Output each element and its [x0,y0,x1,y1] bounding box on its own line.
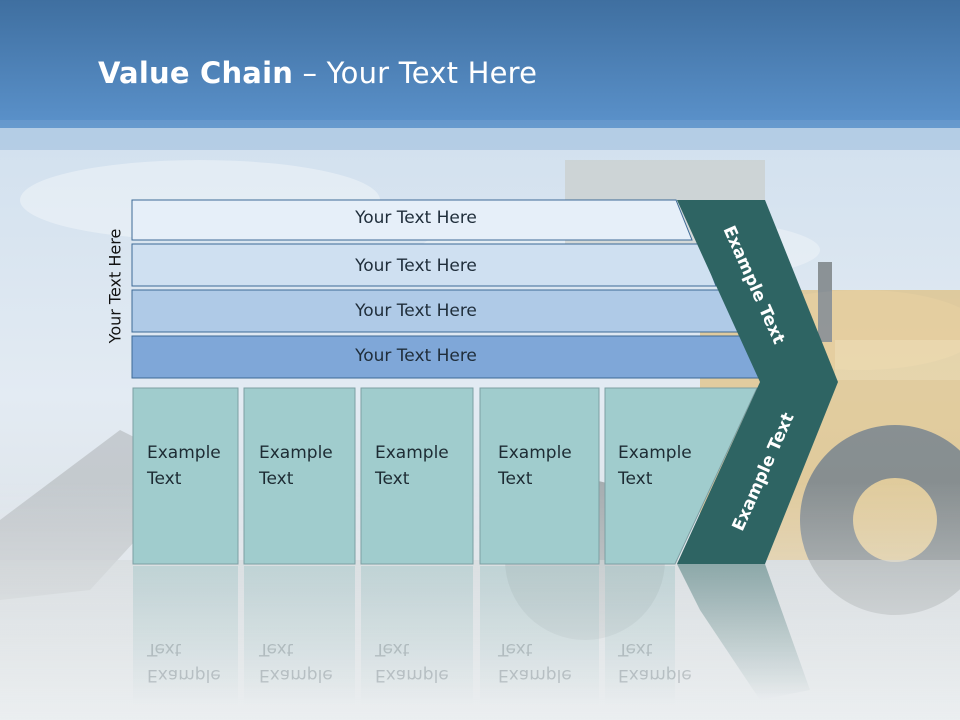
side-label: Your Text Here [100,220,130,352]
cell-5-line2: Text [618,469,653,489]
cell-3-line2: Text [375,469,410,489]
cell-1 [132,387,239,565]
cell-3 [360,387,474,565]
band-2-label: Your Text Here [355,256,477,276]
cell-3-reflection-shape [361,566,473,706]
cell-1-line2: Text [147,469,182,489]
arrow-reflection [677,564,810,700]
band-1-label: Your Text Here [355,208,477,228]
band-4-label: Your Text Here [355,346,477,366]
band-1 [131,199,693,241]
cell-2-line2: Text [259,469,294,489]
value-chain-arrow [677,200,838,564]
cell-1-reflection-shape [133,566,238,706]
cell-5-reflection-shape [605,566,675,706]
band-3-label: Your Text Here [355,301,477,321]
cell-2-reflection-shape [244,566,355,706]
cell-2 [243,387,356,565]
cell-4-line2: Text [498,469,533,489]
cell-4-line1: Example [498,443,572,463]
cell-3-line1: Example [375,443,449,463]
cell-5-line1: Example [618,443,692,463]
cell-5 [604,387,758,565]
title-bold: Value Chain [98,56,294,90]
cell-4-reflection-shape [480,566,599,706]
band-2 [131,243,717,287]
cell-2-line1: Example [259,443,333,463]
cell-4 [479,387,600,565]
cell-1-line1: Example [147,443,221,463]
title-rest: – Your Text Here [293,56,538,90]
side-label-text: Your Text Here [105,228,125,344]
slide-title: Value Chain – Your Text Here [98,56,537,90]
